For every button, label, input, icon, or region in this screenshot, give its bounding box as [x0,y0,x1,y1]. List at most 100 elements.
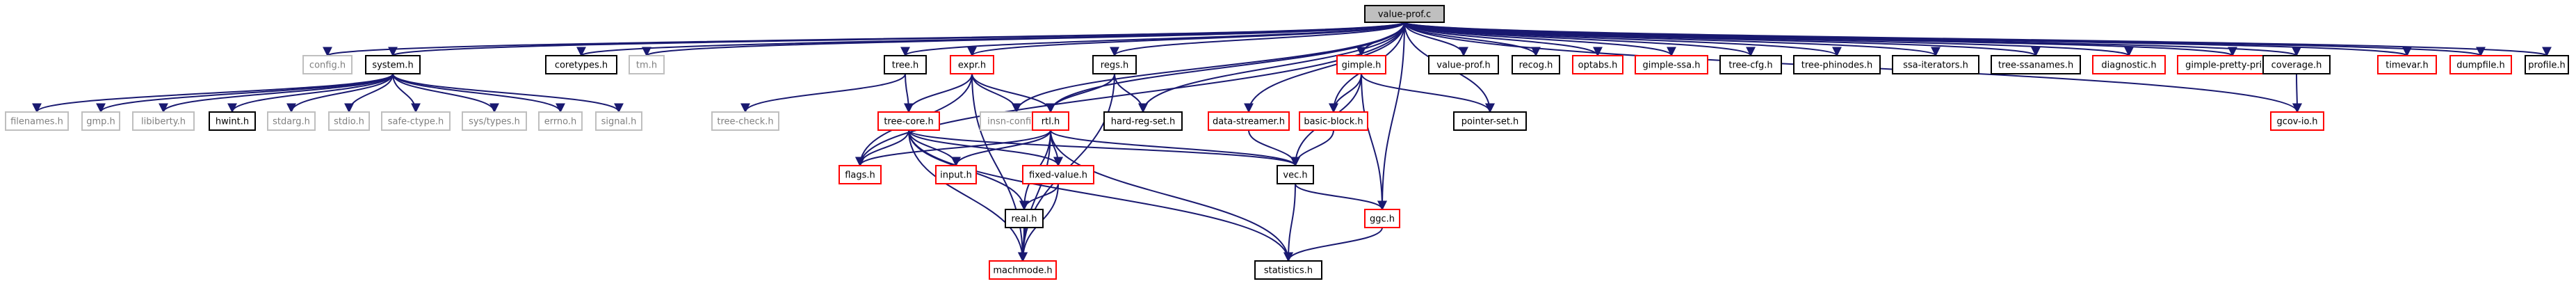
node-tree-check-h[interactable]: tree-check.h [711,111,779,131]
node-real-h[interactable]: real.h [1005,209,1044,228]
edge-tree-core-h-to-fixed-value-h [908,129,1063,167]
edge-system-h-to-filenames-h [32,73,394,113]
node-label-ssa-iterators-h: ssa-iterators.h [1903,61,1968,71]
node-box-gimple-h [1336,55,1386,74]
node-box-gcov-io-h [2270,111,2324,131]
node-hard-reg-set-h[interactable]: hard-reg-set.h [1103,111,1183,131]
node-tm-h[interactable]: tm.h [629,55,665,74]
node-label-errno-h: errno.h [544,117,577,127]
node-sys-types-h[interactable]: sys/types.h [462,111,527,131]
node-box-optabs-h [1572,55,1623,74]
node-data-streamer-h[interactable]: data-streamer.h [1208,111,1290,131]
node-libiberty-h[interactable]: libiberty.h [132,111,195,131]
node-box-tree-h [884,55,927,74]
node-safe-ctype-h[interactable]: safe-ctype.h [381,111,451,131]
node-box-regs-h [1092,55,1137,74]
edge-rtl-h-to-input-h [951,129,1051,167]
node-stdio-h[interactable]: stdio.h [328,111,370,131]
node-box-dumpfile-h [2449,55,2512,74]
node-label-input-h: input.h [940,170,972,181]
node-hwint-h[interactable]: hwint.h [209,111,256,131]
node-ggc-h[interactable]: ggc.h [1364,209,1400,228]
node-box-ggc-h [1364,209,1400,228]
node-errno-h[interactable]: errno.h [538,111,583,131]
node-config-h[interactable]: config.h [302,55,353,74]
node-box-fixed-value-h [1022,165,1094,184]
node-vec-h[interactable]: vec.h [1277,165,1314,184]
node-tree-cfg-h[interactable]: tree-cfg.h [1719,55,1782,74]
node-basic-block-h[interactable]: basic-block.h [1299,111,1368,131]
node-signal-h[interactable]: signal.h [595,111,642,131]
node-label-pointer-set-h: pointer-set.h [1461,117,1519,127]
node-gmp-h[interactable]: gmp.h [81,111,120,131]
node-label-regs-h: regs.h [1101,61,1128,71]
node-expr-h[interactable]: expr.h [950,55,994,74]
node-flags-h[interactable]: flags.h [839,165,882,184]
edge-system-h-to-hwint-h [227,73,394,113]
node-gimple-h[interactable]: gimple.h [1336,55,1386,74]
edge-value-prof-c-to-ggc-h [1377,22,1405,211]
edge-tree-h-to-tree-core-h [903,73,914,113]
node-box-real-h [1005,209,1044,228]
node-gimple-ssa-h[interactable]: gimple-ssa.h [1635,55,1708,74]
node-optabs-h[interactable]: optabs.h [1572,55,1623,74]
node-machmode-h[interactable]: machmode.h [989,260,1057,280]
node-label-rtl-h: rtl.h [1042,117,1060,127]
node-box-safe-ctype-h [381,111,451,131]
edge-gimple-h-to-pointer-set-h [1361,73,1495,113]
node-tree-core-h[interactable]: tree-core.h [877,111,940,131]
node-tree-phinodes-h[interactable]: tree-phinodes.h [1793,55,1881,74]
edge-rtl-h-to-flags-h [855,129,1051,167]
node-pointer-set-h[interactable]: pointer-set.h [1453,111,1527,131]
node-statistics-h[interactable]: statistics.h [1254,260,1322,280]
edge-rtl-h-to-statistics-h [1050,129,1293,262]
node-box-libiberty-h [132,111,195,131]
node-box-hwint-h [209,111,256,131]
node-label-timevar-h: timevar.h [2385,61,2429,71]
node-filenames-h[interactable]: filenames.h [5,111,69,131]
edge-value-prof-c-to-regs-h [1110,22,1405,57]
node-timevar-h[interactable]: timevar.h [2377,55,2437,74]
edge-expr-h-to-insn-config-h [971,73,1021,113]
node-label-data-streamer-h: data-streamer.h [1213,117,1285,127]
node-label-recog-h: recog.h [1519,61,1553,71]
node-box-tree-core-h [877,111,940,131]
node-box-recog-h [1512,55,1560,74]
node-box-value-prof-c [1364,5,1445,23]
edge-regs-h-to-rtl-h [1046,73,1115,113]
node-label-system-h: system.h [372,61,413,71]
node-diagnostic-h[interactable]: diagnostic.h [2092,55,2166,74]
node-dumpfile-h[interactable]: dumpfile.h [2449,55,2512,74]
node-recog-h[interactable]: recog.h [1512,55,1560,74]
node-coretypes-h[interactable]: coretypes.h [545,55,617,74]
node-label-stdio-h: stdio.h [334,117,364,127]
node-box-rtl-h [1032,111,1069,131]
node-label-config-h: config.h [309,61,346,71]
node-label-signal-h: signal.h [601,117,637,127]
node-ssa-iterators-h[interactable]: ssa-iterators.h [1892,55,1979,74]
node-profile-h[interactable]: profile.h [2525,55,2569,74]
node-box-diagnostic-h [2092,55,2166,74]
edge-value-prof-c-to-expr-h [967,22,1405,57]
node-label-machmode-h: machmode.h [993,266,1052,276]
node-label-hard-reg-set-h: hard-reg-set.h [1111,117,1176,127]
node-box-coverage-h [2262,55,2331,74]
node-tree-h[interactable]: tree.h [884,55,927,74]
node-stdarg-h[interactable]: stdarg.h [267,111,316,131]
node-box-gimple-ssa-h [1635,55,1708,74]
node-box-timevar-h [2377,55,2437,74]
node-rtl-h[interactable]: rtl.h [1032,111,1069,131]
node-label-diagnostic-h: diagnostic.h [2101,61,2156,71]
edge-real-h-to-machmode-h [1018,227,1028,262]
node-fixed-value-h[interactable]: fixed-value.h [1022,165,1094,184]
edge-system-h-to-libiberty-h [159,73,394,113]
node-input-h[interactable]: input.h [935,165,977,184]
node-gcov-io-h[interactable]: gcov-io.h [2270,111,2324,131]
node-tree-ssanames-h[interactable]: tree-ssanames.h [1991,55,2081,74]
node-coverage-h[interactable]: coverage.h [2262,55,2331,74]
node-label-dumpfile-h: dumpfile.h [2456,61,2505,71]
node-system-h[interactable]: system.h [365,55,421,74]
node-value-prof-h[interactable]: value-prof.h [1428,55,1499,74]
node-label-expr-h: expr.h [958,61,986,71]
node-regs-h[interactable]: regs.h [1092,55,1137,74]
